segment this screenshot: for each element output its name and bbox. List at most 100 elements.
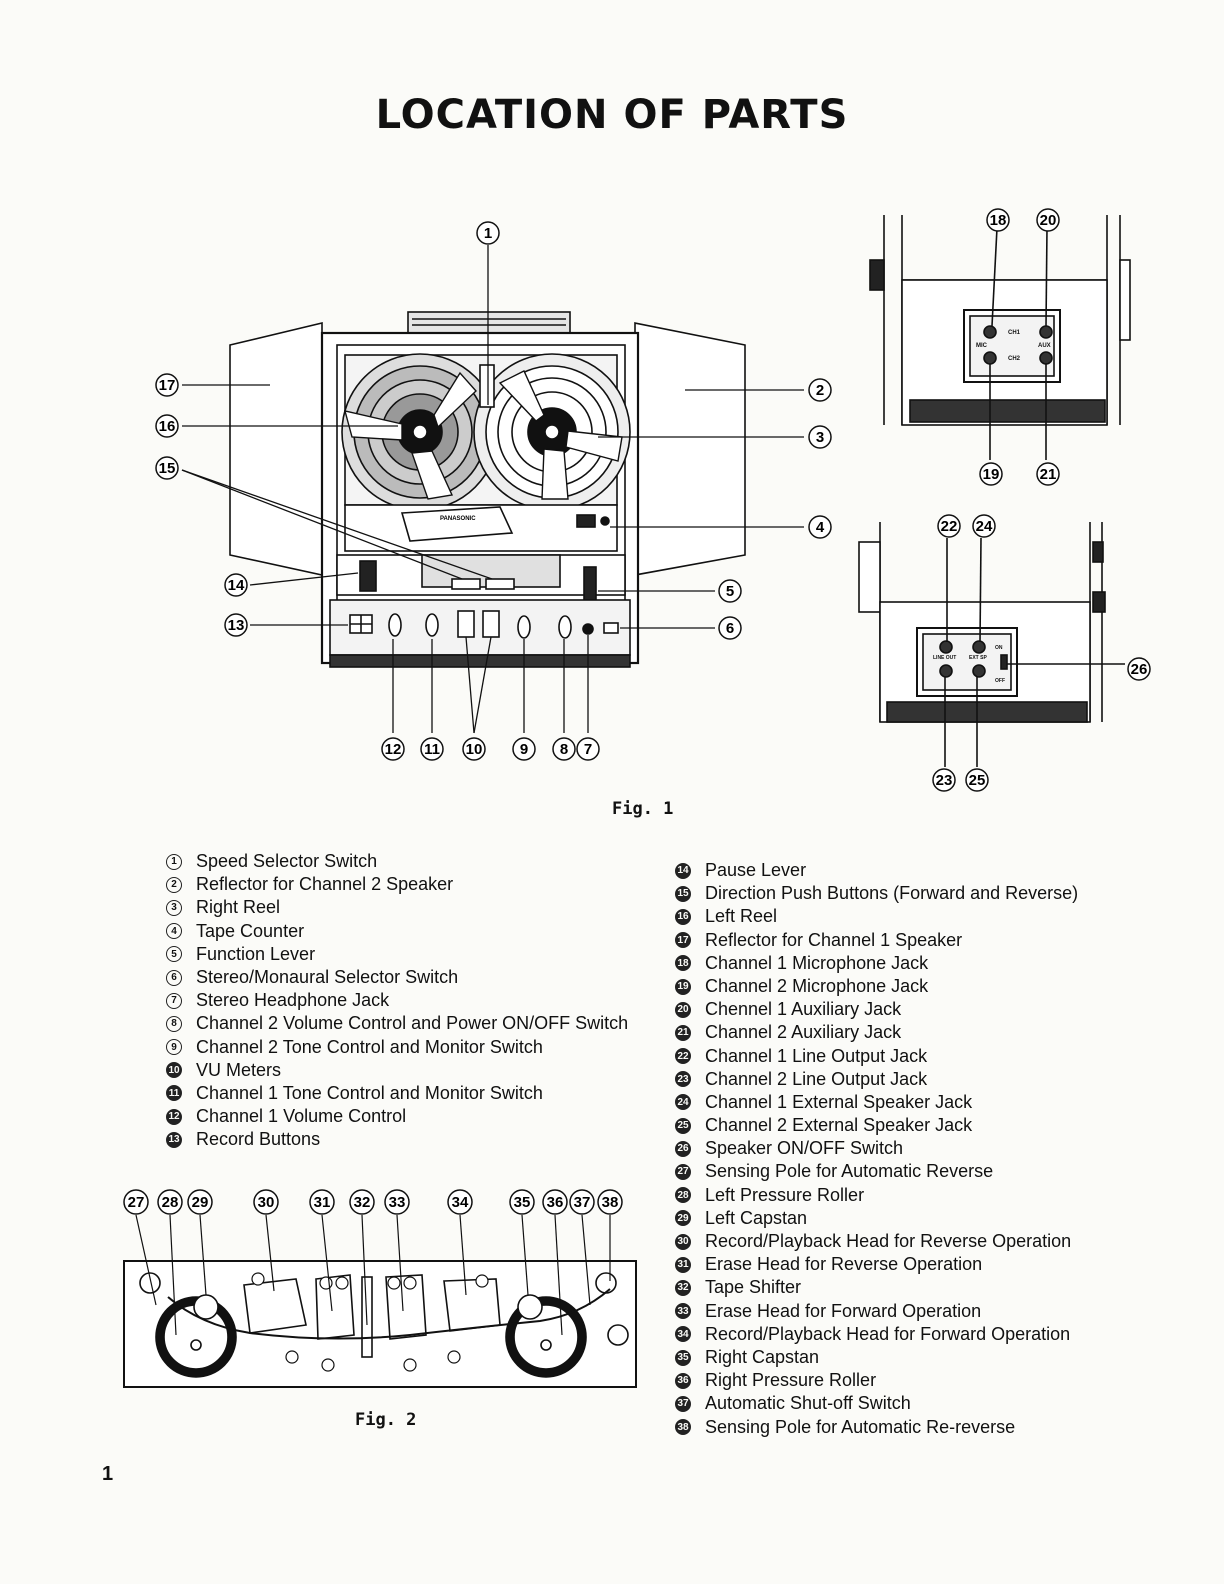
callout-8: 8 (552, 737, 576, 761)
svg-text:35: 35 (514, 1194, 531, 1211)
callout-4: 4 (808, 515, 832, 539)
callout-31: 31 (309, 1189, 335, 1215)
part-number-badge: 25 (675, 1117, 691, 1134)
svg-text:9: 9 (520, 741, 528, 758)
svg-text:19: 19 (983, 466, 1000, 483)
svg-text:33: 33 (389, 1194, 406, 1211)
part-number-badge: 35 (675, 1349, 691, 1366)
svg-text:32: 32 (354, 1194, 371, 1211)
part-number-badge: 12 (166, 1108, 182, 1125)
part-number-badge: 6 (166, 969, 182, 986)
part-label: Channel 1 Tone Control and Monitor Switc… (196, 1082, 543, 1103)
part-label: Function Lever (196, 943, 316, 964)
side-panel-output-jacks: LINE OUT EXT SP ON OFF 22 24 23 25 26 (858, 514, 1151, 792)
svg-text:22: 22 (941, 518, 958, 535)
parts-list-item: 29 Left Capstan (675, 1207, 1078, 1230)
svg-text:26: 26 (1131, 661, 1148, 678)
part-number-badge: 28 (675, 1187, 691, 1204)
part-number-badge: 38 (675, 1419, 691, 1436)
part-number-badge: 18 (675, 955, 691, 972)
part-label: Tape Shifter (705, 1277, 802, 1298)
part-label: Left Reel (705, 906, 778, 927)
part-label: Reflector for Channel 2 Speaker (196, 874, 454, 895)
svg-text:2: 2 (816, 382, 824, 399)
callout-17: 17 (155, 373, 179, 397)
part-number-badge: 8 (166, 1015, 182, 1032)
svg-text:5: 5 (726, 583, 734, 600)
svg-text:37: 37 (574, 1194, 591, 1211)
callout-10: 10 (462, 737, 486, 761)
callout-24: 24 (972, 514, 996, 538)
brand-label: PANASONIC (440, 516, 476, 522)
part-number-badge: 31 (675, 1256, 691, 1273)
callout-23: 23 (932, 768, 956, 792)
part-number-badge: 2 (166, 876, 182, 893)
svg-text:29: 29 (192, 1194, 209, 1211)
part-label: Reflector for Channel 1 Speaker (705, 929, 963, 950)
part-number-badge: 4 (166, 923, 182, 940)
svg-text:23: 23 (936, 772, 953, 789)
callout-34: 34 (447, 1189, 473, 1215)
parts-list-item: 2 Reflector for Channel 2 Speaker (166, 873, 628, 896)
parts-list-item: 32 Tape Shifter (675, 1276, 1078, 1299)
part-number-badge: 23 (675, 1071, 691, 1088)
part-label: Channel 2 Microphone Jack (705, 975, 929, 996)
part-label: Left Capstan (705, 1207, 808, 1228)
parts-list-item: 8 Channel 2 Volume Control and Power ON/O… (166, 1012, 628, 1035)
part-number-badge: 13 (166, 1131, 182, 1148)
part-label: Left Pressure Roller (705, 1184, 865, 1205)
part-number-badge: 32 (675, 1279, 691, 1296)
callout-1: 1 (476, 221, 500, 245)
part-number-badge: 29 (675, 1210, 691, 1227)
svg-text:25: 25 (969, 772, 986, 789)
part-label: Channel 2 Volume Control and Power ON/OF… (196, 1013, 629, 1034)
svg-text:20: 20 (1040, 212, 1057, 229)
part-label: Automatic Shut-off Switch (705, 1393, 911, 1414)
label-mic: MIC (976, 343, 988, 349)
label-line-out: LINE OUT (933, 655, 956, 661)
svg-text:13: 13 (228, 617, 245, 634)
side-panel-input-jacks: MIC AUX CH1 CH2 18 20 19 21 (869, 208, 1131, 486)
svg-text:24: 24 (976, 518, 993, 535)
part-number-badge: 14 (675, 862, 691, 879)
callout-16: 16 (155, 414, 179, 438)
svg-text:21: 21 (1040, 466, 1057, 483)
part-label: Channel 1 Volume Control (196, 1106, 407, 1127)
part-label: Channel 2 Auxiliary Jack (705, 1022, 902, 1043)
part-number-badge: 17 (675, 932, 691, 949)
part-number-badge: 36 (675, 1372, 691, 1389)
svg-text:15: 15 (159, 460, 176, 477)
callout-26: 26 (1127, 657, 1151, 681)
part-number-badge: 24 (675, 1094, 691, 1111)
svg-text:18: 18 (990, 212, 1007, 229)
part-label: Channel 2 Tone Control and Monitor Switc… (196, 1036, 543, 1057)
callout-5: 5 (718, 579, 742, 603)
part-number-badge: 27 (675, 1164, 691, 1181)
part-number-badge: 1 (166, 853, 182, 870)
part-label: Direction Push Buttons (Forward and Reve… (705, 883, 1079, 904)
figure-1-tape-deck: PANASONIC 1 2 3 4 5 6 7 8 9 10 11 12 13 … (155, 221, 832, 761)
part-number-badge: 7 (166, 992, 182, 1009)
part-label: Sensing Pole for Automatic Reverse (705, 1161, 994, 1182)
callout-36: 36 (542, 1189, 568, 1215)
parts-list-item: 27 Sensing Pole for Automatic Reverse (675, 1160, 1078, 1183)
part-number-badge: 21 (675, 1024, 691, 1041)
